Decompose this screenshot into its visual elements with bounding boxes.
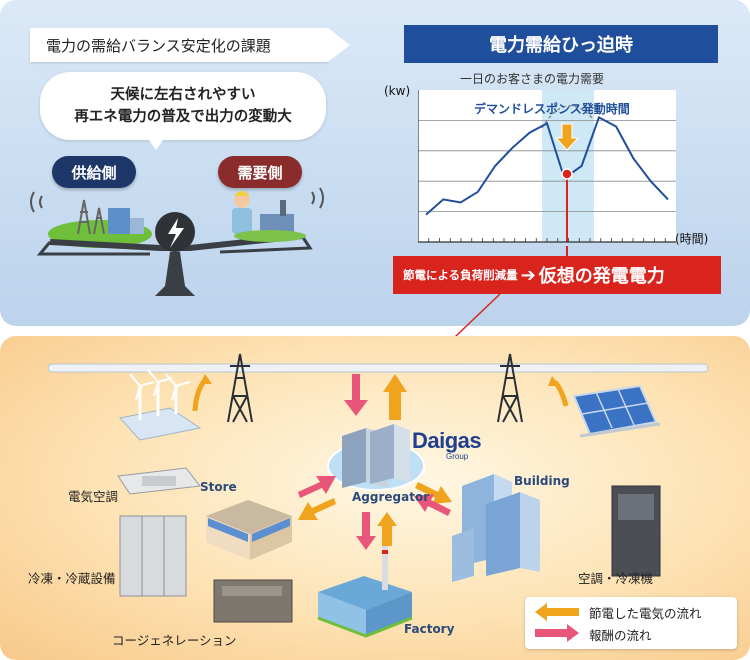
reduction-arrow-icon [554,123,580,151]
original-peak-dashed-line [541,105,595,129]
demand-chart [418,90,676,243]
power-up-arrow-shaft [389,390,401,420]
building-label: Building [514,474,570,488]
savings-point [561,168,573,180]
demand-series-line [425,115,669,216]
factory-icon [260,214,294,234]
wind-flow-arrow [192,378,207,412]
legend: 節電した電気の流れ 報酬の流れ [525,597,737,649]
grid-power-line [47,363,709,373]
bubble-line-2: 再エネ電力の普及で出力の変動大 [74,109,292,125]
lightning-bolt-icon [168,218,184,248]
solar-flow-arrowhead [548,376,560,386]
refrigeration-label: 冷凍・冷蔵設備 [28,571,116,586]
vpp-illustration [47,353,709,638]
wind-farm-icon [119,369,202,441]
refrigeration-unit-icon [119,515,187,597]
worker-body [232,208,252,234]
factory-chimney [280,200,286,216]
legend-swatches [535,603,579,642]
power-up-arrowhead [383,374,407,392]
bubble-tail [146,136,166,150]
sway-mark-left [30,191,35,213]
speech-bubble: 天候に左右されやすい 再エネ電力の普及で出力の変動大 [40,72,326,140]
sway-mark-left-2 [39,195,43,209]
hard-hat-icon [234,191,250,196]
factory-label: Factory [404,622,455,636]
factory-building-icon [317,546,413,638]
balance-scale-illustration [30,187,324,296]
right-arrow-icon: ➔ [520,264,536,286]
solar-panel-icon [572,384,661,438]
chart-x-ticks [428,238,666,242]
supply-building-2-icon [130,218,144,234]
savings-banner: 節電による負荷削減量 ➔ 仮想の発電電力 [393,256,721,294]
chart-title: 一日のお客さまの電力需要 [460,72,605,86]
legend-electricity-arrow-icon [535,603,579,621]
pylon-right-icon [497,353,523,423]
legend-electricity-label: 節電した電気の流れ [589,606,702,621]
peak-title: 電力需給ひっ迫時 [404,25,718,63]
pylon-left-icon [227,353,253,423]
reward-to-factory-arrowhead [356,536,376,550]
y-axis-label: (kw) [384,84,411,98]
air-conditioner-label: 電気空調 [68,489,119,504]
server-rack-icon [342,424,410,488]
scale-tray-right [219,235,313,254]
legend-reward-label: 報酬の流れ [589,628,652,643]
sway-mark-right-2 [311,191,315,205]
power-from-store-arrow [298,498,336,520]
title-arrow [328,28,350,62]
power-from-building-arrow [415,482,452,504]
wind-flow-arrowhead [200,374,212,384]
power-from-factory-arrow [382,524,392,546]
sway-mark-right [319,187,324,209]
hvac-freezer-label: 空調・冷凍機 [578,571,654,586]
cogeneration-unit-icon [213,579,293,623]
virtual-power-text: 仮想の発電電力 [538,266,665,287]
demand-side-label: 需要側 [218,156,302,188]
aggregator-label: Aggregator [352,490,430,504]
power-from-factory-arrowhead [377,512,397,526]
bubble-line-1: 天候に左右されやすい [110,87,256,103]
store-label: Store [200,480,237,494]
reward-to-factory-arrow [362,512,370,538]
legend-reward-arrow-icon [535,624,579,642]
reward-down-arrowhead [344,400,368,416]
reward-to-store-arrow [298,476,336,498]
daigas-logo: Daigas [412,428,482,453]
power-tower-icon [77,199,91,235]
load-reduction-text: 節電による負荷削減量 [403,268,518,282]
cogeneration-label: コージェネレーション [112,633,237,648]
store-icon [206,500,292,560]
office-building-icon [452,474,540,582]
daigas-group-label: Group [446,452,469,461]
reward-to-building-arrow [414,494,451,516]
hvac-chiller-icon [611,485,661,577]
scale-tray-left [36,241,150,256]
power-tower-small-icon [93,207,105,235]
supply-side-label: 供給側 [52,156,136,188]
challenge-title: 電力の需給バランス安定化の課題 [30,28,328,62]
air-conditioner-icon [117,467,201,495]
demand-grass [234,230,306,242]
reward-down-arrow-shaft [352,374,360,402]
scale-stand [155,252,195,296]
x-axis-label: (時間) [675,232,709,246]
supply-building-icon [108,208,130,234]
demand-response-label: デマンドレスポンス発動時間 [474,102,630,116]
